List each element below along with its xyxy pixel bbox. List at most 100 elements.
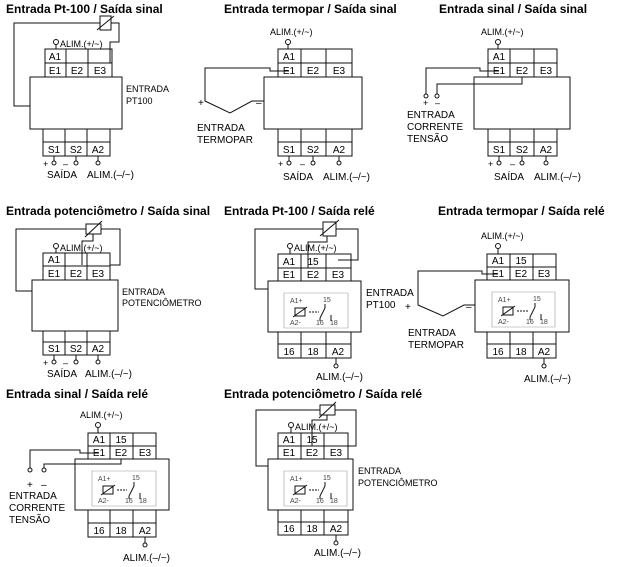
diagram-title: Entrada potenciômetro / Saída sinal [6, 204, 210, 218]
input-label: ENTRADA [122, 287, 165, 297]
svg-text:E1: E1 [93, 448, 106, 459]
relay-block [492, 292, 555, 327]
svg-text:–: – [63, 159, 68, 169]
svg-text:A2: A2 [540, 145, 553, 156]
svg-text:16: 16 [316, 498, 324, 505]
module-body [75, 459, 169, 510]
diagram-pt100-signal: Entrada Pt-100 / Saída sinal ALIM.(+/~) … [6, 2, 169, 181]
input-label: PT100 [366, 300, 396, 311]
svg-text:18: 18 [540, 319, 548, 326]
svg-text:E2: E2 [515, 269, 528, 280]
svg-text:16: 16 [526, 319, 534, 326]
svg-text:15: 15 [323, 297, 331, 304]
input-label: CORRENTE [9, 503, 65, 514]
output-terminal-row [278, 522, 348, 535]
svg-text:A1: A1 [48, 255, 61, 266]
thermocouple-wire [418, 271, 498, 316]
svg-text:E2: E2 [306, 448, 319, 459]
supply-top-label: ALIM.(+/~) [80, 410, 123, 420]
svg-text:A2: A2 [92, 344, 105, 355]
terminal-label: E1 [49, 66, 62, 77]
supply-top-label: ALIM.(+/~) [294, 243, 337, 253]
diagram-title: Entrada Pt-100 / Saída relé [224, 204, 375, 218]
svg-text:+: + [43, 159, 48, 169]
module-body [30, 77, 122, 129]
terminal-label: A2 [92, 145, 105, 156]
svg-text:E1: E1 [493, 66, 506, 77]
terminal-label: A1 [49, 52, 62, 63]
thermocouple-wire [205, 68, 289, 113]
relay-coil-icon [295, 308, 305, 316]
relay-contact-icon [320, 308, 325, 318]
svg-text:+: + [43, 358, 48, 368]
input-label: ENTRADA [197, 123, 245, 134]
input-label: PT100 [126, 96, 153, 106]
svg-text:E2: E2 [307, 270, 320, 281]
svg-text:A1: A1 [493, 52, 506, 63]
svg-text:E3: E3 [538, 269, 551, 280]
svg-text:A1+: A1+ [498, 297, 511, 304]
relay-block [284, 293, 348, 328]
svg-text:E2: E2 [70, 269, 83, 280]
output-label: SAÍDA [494, 170, 524, 183]
svg-text:+: + [405, 302, 411, 313]
svg-text:+: + [278, 159, 283, 169]
svg-text:A2: A2 [330, 524, 343, 535]
input-label: ENTRADA [358, 466, 401, 476]
svg-text:18: 18 [515, 347, 527, 358]
diagram-thermocouple-signal: Entrada termopar / Saída sinal ALIM.(+/~… [197, 2, 397, 183]
input-label: TENSÃO [407, 132, 448, 145]
diagram-title: Entrada Pt-100 / Saída sinal [6, 2, 163, 16]
module-body [268, 459, 353, 510]
svg-text:S1: S1 [493, 145, 506, 156]
svg-text:A1: A1 [492, 256, 505, 267]
relay-block [284, 471, 347, 506]
svg-text:18: 18 [115, 526, 127, 537]
svg-text:15: 15 [515, 256, 527, 267]
supply-top-label: ALIM.(+/~) [270, 27, 313, 37]
diagram-title: Entrada sinal / Saída relé [6, 387, 148, 401]
diagram-title: Entrada termopar / Saída sinal [224, 2, 397, 16]
svg-text:A2-: A2- [98, 498, 110, 505]
diagram-title: Entrada potenciômetro / Saída relé [224, 387, 422, 401]
svg-text:E3: E3 [332, 270, 345, 281]
input-label: ENTRADA [9, 491, 57, 502]
svg-text:18: 18 [307, 347, 319, 358]
svg-text:15: 15 [115, 435, 127, 446]
supply-bottom-label: ALIM.(–/~) [524, 374, 571, 385]
diagram-title: Entrada termopar / Saída relé [438, 204, 605, 218]
input-label: TERMOPAR [408, 340, 464, 351]
diagram-potentiometer-signal: Entrada potenciômetro / Saída sinal ALIM… [6, 204, 210, 380]
svg-text:A2: A2 [333, 145, 346, 156]
output-label: SAÍDA [47, 367, 77, 380]
svg-text:18: 18 [139, 498, 147, 505]
svg-text:E3: E3 [92, 269, 105, 280]
svg-text:–: – [256, 98, 262, 109]
input-label: CORRENTE [407, 122, 463, 133]
svg-text:E3: E3 [139, 448, 152, 459]
input-label: TERMOPAR [197, 135, 253, 146]
svg-text:–: – [300, 159, 305, 169]
supply-top-label: ALIM.(+/~) [60, 243, 103, 253]
module-body [264, 77, 362, 129]
input-label: ENTRADA [408, 328, 456, 339]
svg-text:+: + [198, 98, 204, 109]
svg-text:15: 15 [533, 296, 541, 303]
supply-bottom-label: ALIM.(–/~) [123, 553, 170, 564]
svg-text:A1: A1 [93, 435, 106, 446]
svg-text:18: 18 [330, 498, 338, 505]
input-label: POTENCIÔMETRO [122, 298, 202, 308]
input-label: ENTRADA [407, 110, 455, 121]
svg-text:A1+: A1+ [98, 476, 111, 483]
relay-coil-icon [103, 486, 113, 494]
svg-text:A2: A2 [538, 347, 551, 358]
svg-text:A1: A1 [283, 52, 296, 63]
svg-text:S2: S2 [307, 145, 320, 156]
svg-text:15: 15 [132, 475, 140, 482]
output-terminal-row [487, 344, 556, 358]
svg-text:–: – [510, 159, 515, 169]
svg-text:–: – [435, 98, 440, 108]
svg-text:–: – [63, 358, 68, 368]
svg-text:E1: E1 [283, 448, 296, 459]
relay-contact-icon [530, 307, 535, 317]
